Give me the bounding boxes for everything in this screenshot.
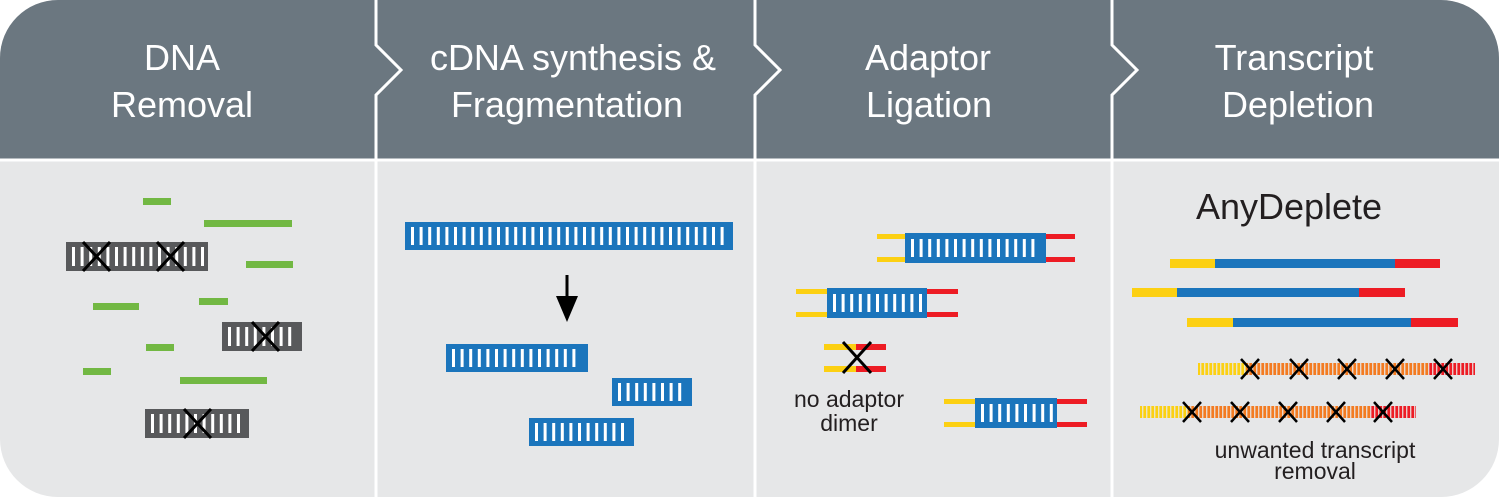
depleted-x-marks bbox=[1182, 358, 1453, 423]
ligated-fragment bbox=[796, 288, 958, 318]
cdna-ladder bbox=[975, 398, 1057, 428]
step-4-subtitle: Depletion bbox=[1222, 84, 1374, 125]
down-arrow-icon bbox=[556, 275, 578, 322]
cdna-ladder bbox=[827, 288, 927, 318]
wanted-transcripts bbox=[1132, 259, 1458, 327]
step-2-title: cDNA synthesis & bbox=[430, 37, 716, 78]
cdna-panel bbox=[405, 222, 733, 446]
removed-marks bbox=[81, 240, 281, 440]
step-3-title: Adaptor bbox=[865, 37, 991, 78]
dna-removal-panel bbox=[66, 198, 302, 440]
header-band bbox=[0, 0, 1499, 160]
ligated-fragment bbox=[944, 398, 1087, 428]
step-divider bbox=[374, 0, 1140, 497]
no-adaptor-dimer-label: no adaptor bbox=[794, 386, 904, 412]
cdna-ladder-full bbox=[405, 222, 733, 250]
dna-ladder bbox=[222, 322, 302, 351]
cdna-ladder bbox=[905, 233, 1046, 263]
unwanted-transcript-removal-label-line2: removal bbox=[1274, 458, 1356, 484]
step-3-subtitle: Ligation bbox=[866, 84, 992, 125]
cdna-fragment bbox=[612, 378, 692, 406]
step-1-title: DNA bbox=[144, 37, 220, 78]
unwanted-transcript-removal-label: unwanted transcript bbox=[1215, 437, 1416, 463]
no-dimer-x-icon bbox=[841, 340, 873, 375]
transcript-depletion-panel: AnyDeplete bbox=[1132, 186, 1475, 484]
unwanted-transcript bbox=[1140, 406, 1416, 418]
ligated-fragment bbox=[877, 233, 1075, 263]
dna-ladder bbox=[66, 242, 208, 271]
adaptor-dimer bbox=[824, 344, 886, 372]
dna-strands bbox=[66, 242, 302, 438]
anydeplete-brand-title: AnyDeplete bbox=[1196, 186, 1382, 227]
cdna-ladders bbox=[405, 222, 733, 446]
cdna-fragment bbox=[529, 418, 634, 446]
step-4-title: Transcript bbox=[1215, 37, 1374, 78]
adaptor-ligation-panel: no adaptor dimer bbox=[794, 233, 1087, 436]
step-1-subtitle: Removal bbox=[111, 84, 253, 125]
step-2-subtitle: Fragmentation bbox=[451, 84, 683, 125]
no-adaptor-dimer-label-line2: dimer bbox=[820, 410, 878, 436]
ligated-fragments bbox=[796, 233, 1087, 428]
cdna-fragment bbox=[446, 344, 588, 372]
unwanted-transcript bbox=[1198, 363, 1475, 375]
rna-fragments bbox=[83, 198, 293, 384]
